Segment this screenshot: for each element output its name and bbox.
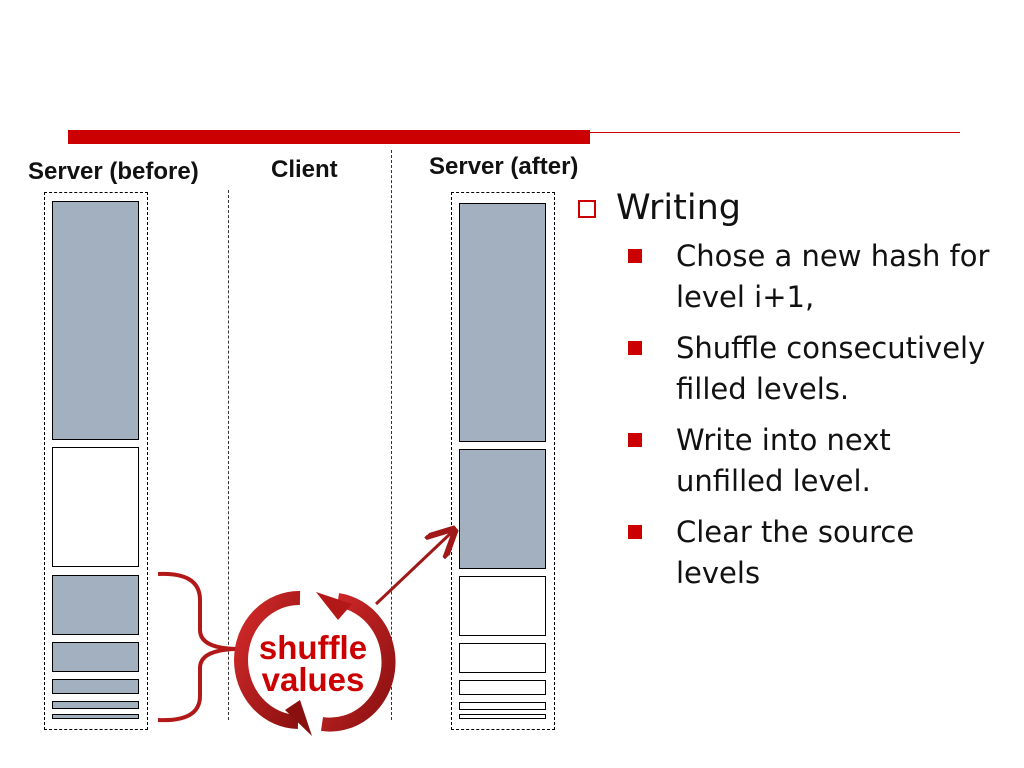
cycle-arrows-icon	[234, 590, 396, 736]
brace-icon	[157, 571, 237, 723]
hollow-square-icon	[578, 200, 596, 218]
bullet-item: Shuffle consecutively filled levels.	[628, 328, 1018, 410]
write-arrow-icon	[374, 532, 452, 606]
server-after-level-7	[459, 714, 546, 719]
bullet-main: Writing	[578, 188, 1018, 228]
server-after-level-6	[459, 702, 546, 710]
bullet-item: Chose a new hash for level i+1,	[628, 236, 1018, 318]
server-before-level-3	[52, 575, 139, 635]
title-underline-thin	[590, 132, 960, 133]
filled-square-icon	[628, 249, 642, 263]
bullet-main-text: Writing	[616, 188, 741, 228]
bullet-list: Writing Chose a new hash for level i+1, …	[578, 188, 1018, 604]
bullet-item-text: Chose a new hash for level i+1,	[676, 239, 990, 314]
server-before-level-4	[52, 642, 139, 672]
bullet-item-text: Shuffle consecutively filled levels.	[676, 331, 986, 406]
server-after-level-3	[459, 576, 546, 636]
server-before-level-6	[52, 701, 139, 709]
bullet-item-text: Write into next unfilled level.	[676, 423, 891, 498]
filled-square-icon	[628, 341, 642, 355]
shuffle-label-line2: values	[261, 661, 365, 698]
server-before-level-1	[52, 201, 139, 440]
bullet-item-text: Clear the source levels	[676, 515, 915, 590]
server-after-level-4	[459, 643, 546, 673]
filled-square-icon	[628, 525, 642, 539]
bullet-item: Write into next unfilled level.	[628, 420, 1018, 502]
shuffle-label-line1: shuffle	[258, 629, 368, 666]
server-before-level-5	[52, 679, 139, 694]
server-before-level-7	[52, 714, 139, 719]
filled-square-icon	[628, 433, 642, 447]
separator-left	[228, 190, 229, 720]
label-server-after: Server (after)	[429, 153, 579, 180]
server-before-level-2	[52, 447, 139, 567]
server-after-level-2	[459, 449, 546, 569]
server-before-container	[44, 192, 148, 730]
separator-right	[391, 150, 392, 720]
label-client: Client	[271, 156, 338, 183]
title-underline-thick	[68, 130, 590, 144]
server-after-level-5	[459, 680, 546, 695]
bullet-item: Clear the source levels	[628, 512, 1018, 594]
server-after-level-1	[459, 203, 546, 442]
label-server-before: Server (before)	[28, 158, 199, 185]
server-after-container	[451, 192, 555, 730]
